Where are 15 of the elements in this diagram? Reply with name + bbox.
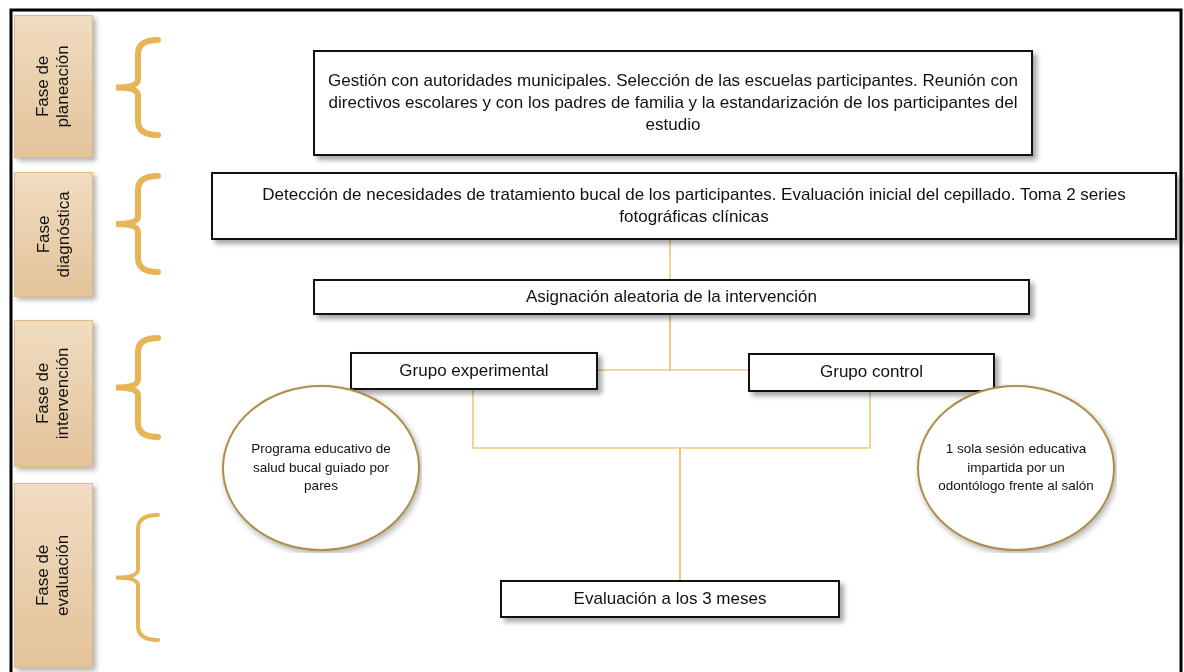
process-box: Asignación aleatoria de la intervención	[313, 279, 1030, 315]
node-text: Programa educativo de salud bucal guiado por pares	[250, 439, 392, 496]
phase-label: Fase de planeación	[14, 15, 93, 158]
connector-line	[669, 239, 671, 280]
phase-label: Fase diagnóstica	[14, 172, 93, 297]
node-text: 1 sola sesión educativa impartida por un odontólogo frente al salón	[937, 439, 1095, 496]
process-box: Grupo experimental	[350, 352, 598, 390]
connector-line	[669, 314, 749, 371]
phase-label: Fase de evaluación	[14, 483, 93, 668]
connector-line	[679, 391, 871, 581]
process-box: Detección de necesidades de tratamiento bucal de los participantes. Evaluación inicial del cepillado. Toma 2 series fotográficas clínicas	[211, 172, 1177, 240]
phase-label: Fase de intervención	[14, 320, 93, 467]
process-box: Evaluación a los 3 meses	[500, 580, 840, 618]
process-box: Grupo control	[748, 353, 995, 392]
process-box: Gestión con autoridades municipales. Selección de las escuelas participantes. Reunión con directivos escolares y con los padres de familia y la estandarización de los participantes del estudio	[313, 50, 1033, 156]
